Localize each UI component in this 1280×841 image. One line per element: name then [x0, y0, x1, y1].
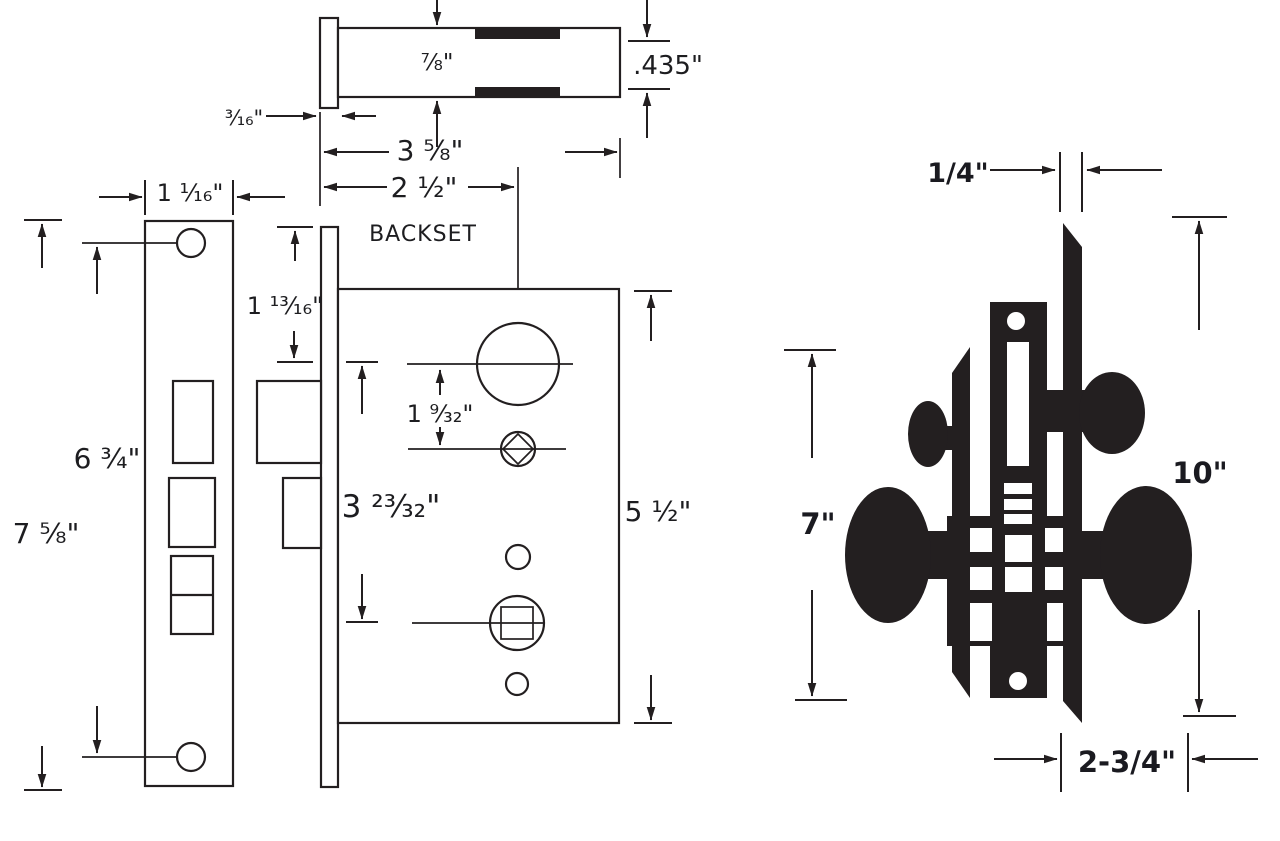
dim-rose-height-label: 7": [800, 507, 835, 541]
latchbolt-side: [255, 379, 323, 465]
lockset-silhouette: 1/4" 10" 7" 2-3/4": [784, 152, 1258, 792]
right-cylinder-knob: [1079, 372, 1145, 454]
dim-top-to-hub-label: 1 ¹³⁄₁₆": [247, 292, 323, 320]
lock-case-outline: [336, 287, 621, 725]
backset-caption: BACKSET: [369, 222, 477, 247]
grid-cutout: [1005, 567, 1032, 592]
grid-cutout: [1004, 499, 1032, 510]
dim-body-height-label: ⁷⁄₈": [421, 50, 454, 76]
faceplate-outline: [143, 219, 235, 788]
top-slide-bar: [475, 29, 560, 39]
dim-overall-height: [24, 219, 62, 791]
grid-cutout: [1004, 483, 1032, 494]
mounting-hole-lower: [504, 671, 530, 697]
right-knob-stem: [1082, 531, 1105, 579]
dim-faceplate-width: [99, 180, 285, 215]
dim-trim-thickness: [990, 152, 1162, 212]
grid-cutout: [1047, 603, 1063, 641]
dim-cylinder-to-turnpiece-label: 1 ⁹⁄₃₂": [407, 400, 474, 428]
grid-cutout: [970, 567, 992, 590]
lock-body-outline: [336, 26, 622, 99]
dim-top-to-hub: [277, 226, 313, 363]
lock-case-side-view: 1 ¹³⁄₁₆" 3 ²³⁄₃₂" 1 ⁹⁄₃₂" 5 ¹⁄₂": [247, 225, 692, 789]
dim-overall-height-label: 7 ⁵⁄₈": [13, 517, 80, 550]
deadbolt-cutout: [167, 476, 217, 549]
grid-cutout: [1005, 535, 1032, 562]
dim-case-depth-label: 3 ⁵⁄₈": [397, 134, 464, 167]
grid-cutout: [1045, 528, 1063, 552]
dim-trim-thickness-label: 1/4": [927, 158, 989, 189]
grid-cutout: [970, 528, 992, 552]
turnpiece-diamond: [501, 432, 535, 466]
silhouette-top-screw-hole: [1007, 312, 1025, 330]
latchbolt-cutout: [171, 379, 215, 465]
faceplate-side-edge: [319, 225, 340, 789]
mounting-hole-upper: [504, 543, 532, 571]
latch-slot-cutout: [1007, 342, 1029, 466]
dim-case-height-label: 5 ¹⁄₂": [625, 495, 692, 528]
left-turnknob: [908, 401, 948, 467]
bottom-slide-bar: [475, 87, 560, 97]
grid-cutout: [1004, 514, 1032, 524]
dim-faceplate-width-label: 1 ¹⁄₁₆": [157, 179, 224, 207]
dim-case-depth: [319, 112, 621, 206]
deadbolt-side: [281, 476, 323, 550]
grid-cutout: [970, 603, 992, 641]
dim-latch-height-label: .435": [633, 51, 703, 81]
faceplate-edge: [318, 16, 340, 110]
dim-rose-height: [784, 349, 847, 701]
dim-escutcheon-height-label: 10": [1172, 456, 1227, 490]
right-door-knob: [1100, 486, 1192, 624]
dim-faceplate-thickness-label: ³⁄₁₆": [225, 106, 263, 130]
silhouette-bottom-screw-hole: [1009, 672, 1027, 690]
dim-knob-backset-label: 2-3/4": [1078, 745, 1176, 779]
lock-body-top-view: ⁷⁄₈" .435" ³⁄₁₆" 3 ⁵⁄₈" 2 ¹⁄₂" BACKSET: [225, 0, 703, 706]
dim-backset-label: 2 ¹⁄₂": [391, 171, 458, 204]
dim-case-height: [634, 290, 672, 724]
dim-escutcheon-height: [1172, 216, 1236, 717]
left-door-knob: [845, 487, 931, 623]
dim-cylinder-to-spindle-label: 3 ²³⁄₃₂": [342, 489, 441, 525]
escutcheon-plate-silhouette: [1063, 223, 1082, 723]
faceplate-front-view: 1 ¹⁄₁₆" 7 ⁵⁄₈" 6 ³⁄₄": [13, 179, 285, 791]
dim-cylinder-to-spindle: [346, 361, 378, 623]
dim-latch-height: [628, 0, 670, 138]
dim-knob-backset: [994, 733, 1258, 792]
dim-screw-spacing-label: 6 ³⁄₄": [74, 442, 141, 475]
grid-cutout: [1045, 567, 1063, 590]
